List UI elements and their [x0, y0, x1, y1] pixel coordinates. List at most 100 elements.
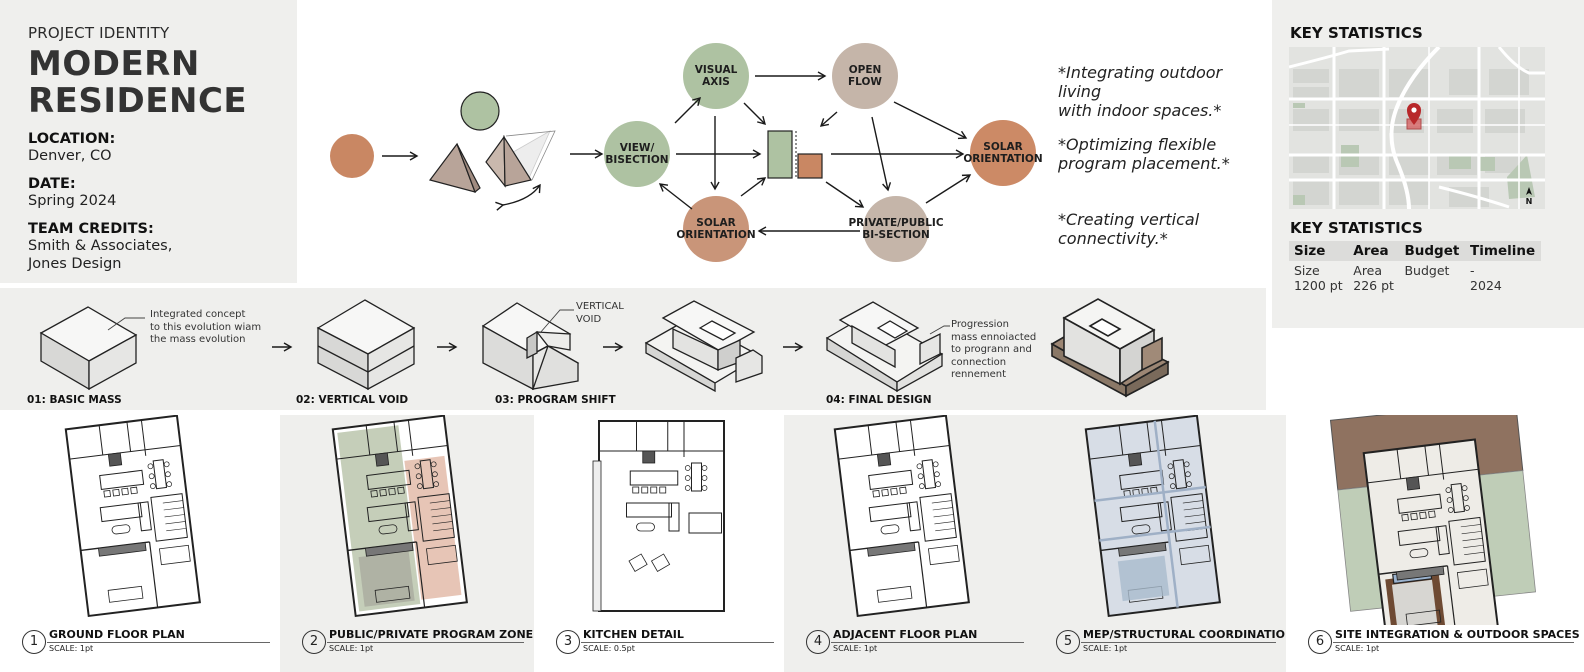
stage-label-basic-mass: 01: BASIC MASS — [27, 394, 122, 406]
caption-rule — [327, 642, 524, 643]
cell-line: Budget — [1404, 263, 1450, 278]
concept-quote-2: *Optimizing flexible program placement.* — [1058, 135, 1268, 173]
site-integration-plan-card[interactable]: 6 SITE INTEGRATION & OUTDOOR SPACES SCAL… — [1286, 415, 1584, 672]
caption-rule — [47, 642, 270, 643]
node-label: AXIS — [702, 76, 730, 88]
plan-scale: SCALE: 0.5pt — [583, 644, 635, 653]
mass-evolution-panel: Integrated concept to this evolution wia… — [0, 288, 1266, 410]
concept-quote-1: *Integrating outdoor living with indoor … — [1058, 63, 1268, 120]
plan-scale: SCALE: 1pt — [1335, 644, 1380, 653]
team-credits-value-2: Jones Design — [28, 256, 122, 272]
map-heading: KEY STATISTICS — [1290, 24, 1423, 42]
network-arrows — [658, 71, 972, 236]
quote-line: *Creating vertical — [1058, 210, 1200, 229]
node-label: FLOW — [848, 76, 882, 88]
plan-title: MEP/STRUCTURAL COORDINATION — [1083, 628, 1295, 641]
column-header: Area — [1348, 241, 1400, 261]
cell-line: - — [1470, 263, 1475, 278]
stats-heading: KEY STATISTICS — [1290, 219, 1423, 237]
node-circle — [832, 43, 898, 109]
concept-node-view: VIEW/BISECTION — [604, 121, 670, 187]
site-location-map[interactable]: N — [1289, 47, 1545, 209]
plan-number-badge: 3 — [556, 630, 580, 654]
node-label: VISUAL — [695, 64, 738, 76]
stage-label-vertical-void: 02: VERTICAL VOID — [296, 394, 409, 406]
plan-number-badge: 2 — [302, 630, 326, 654]
plan-caption: 2 PUBLIC/PRIVATE PROGRAM ZONES SCALE: 1p… — [302, 628, 541, 658]
key-statistics-panel: KEY STATISTICS — [1272, 0, 1584, 328]
node-label: VIEW/ — [620, 142, 655, 154]
plan-caption: 4 ADJACENT FLOOR PLAN SCALE: 1pt — [806, 628, 1024, 658]
quote-line: *Integrating outdoor living — [1058, 63, 1223, 101]
plan-title: ADJACENT FLOOR PLAN — [833, 628, 978, 641]
cell-line: 226 pt — [1353, 278, 1394, 293]
location-label: LOCATION: — [28, 131, 116, 147]
caption-rule — [581, 642, 774, 643]
adjacent-floor-plan-card[interactable]: 4 ADJACENT FLOOR PLAN SCALE: 1pt — [784, 415, 1034, 672]
project-title: MODERN RESIDENCE — [28, 46, 269, 120]
plan-number-badge: 6 — [1308, 630, 1332, 654]
node-circle — [683, 43, 749, 109]
node-circle — [604, 121, 670, 187]
project-identity-eyebrow: PROJECT IDENTITY — [28, 24, 170, 42]
plan-number-badge: 5 — [1056, 630, 1080, 654]
node-label: PRIVATE/PUBLIC — [848, 217, 943, 229]
floor-plan-drawing — [331, 415, 468, 618]
north-label: N — [1526, 197, 1533, 206]
plan-title: PUBLIC/PRIVATE PROGRAM ZONES — [329, 628, 542, 641]
annotation-line: to progrann and — [951, 344, 1032, 355]
project-identity-panel: PROJECT IDENTITY MODERN RESIDENCE LOCATI… — [0, 0, 297, 283]
floor-plan-drawing — [1084, 415, 1221, 618]
cell-line: Size — [1294, 263, 1320, 278]
node-label: SOLAR — [696, 217, 735, 229]
stage-label-final-design: 04: FINAL DESIGN — [826, 394, 932, 406]
project-title-line2: RESIDENCE — [28, 81, 248, 121]
caption-rule — [1333, 642, 1574, 643]
mass-evolution-diagram — [39, 298, 1170, 398]
map-graphic: N — [1289, 47, 1545, 209]
quote-line: program placement.* — [1058, 154, 1230, 173]
north-arrow-icon — [1526, 187, 1532, 195]
column-header: Timeline — [1465, 241, 1541, 261]
plan-number-badge: 4 — [806, 630, 830, 654]
table-cell: -2024 — [1465, 261, 1541, 295]
caption-rule — [1081, 642, 1276, 643]
ground-floor-plan-card[interactable]: 1 GROUND FLOOR PLAN SCALE: 1pt — [0, 415, 280, 672]
plan-title: KITCHEN DETAIL — [583, 628, 684, 641]
stage-label-program-shift: 03: PROGRAM SHIFT — [495, 394, 616, 406]
node-circle — [683, 196, 749, 262]
node-label: SOLAR — [983, 141, 1022, 153]
annotation-line: VOID — [576, 313, 602, 325]
quote-line: *Optimizing flexible — [1058, 135, 1217, 154]
kitchen-detail-plan-card[interactable]: 3 KITCHEN DETAIL SCALE: 0.5pt — [534, 415, 784, 672]
basic-mass-block — [39, 306, 138, 391]
node-label: BI-SECTION — [862, 229, 930, 241]
program-zones-plan-card[interactable]: 2 PUBLIC/PRIVATE PROGRAM ZONES SCALE: 1p… — [280, 415, 541, 672]
final-render-block — [1050, 298, 1170, 398]
node-label: ORIENTATION — [963, 153, 1042, 165]
date-label: DATE: — [28, 176, 76, 192]
cell-line: 1200 pt — [1294, 278, 1343, 293]
annotation-line: to this evolution wiam — [150, 321, 262, 333]
annotation-line: connection — [951, 356, 1007, 368]
annotation-line: Progression — [951, 319, 1009, 330]
vertical-void-annotation: VERTICAL VOID — [576, 301, 624, 326]
table-cell: Budget — [1399, 261, 1465, 295]
plan-scale: SCALE: 1pt — [329, 644, 374, 653]
mep-structural-plan-card[interactable]: 5 MEP/STRUCTURAL COORDINATION SCALE: 1pt — [1034, 415, 1294, 672]
table-header-row: Size Area Budget Timeline — [1289, 241, 1541, 261]
plan-caption: 6 SITE INTEGRATION & OUTDOOR SPACES SCAL… — [1308, 628, 1580, 658]
project-title-line1: MODERN — [28, 44, 200, 84]
location-value: Denver, CO — [28, 148, 112, 164]
node-label: OPEN — [849, 64, 882, 76]
team-credits-value: Smith & Associates, — [28, 238, 173, 254]
pyramid-left — [428, 142, 481, 193]
cell-line: 2024 — [1470, 278, 1502, 293]
